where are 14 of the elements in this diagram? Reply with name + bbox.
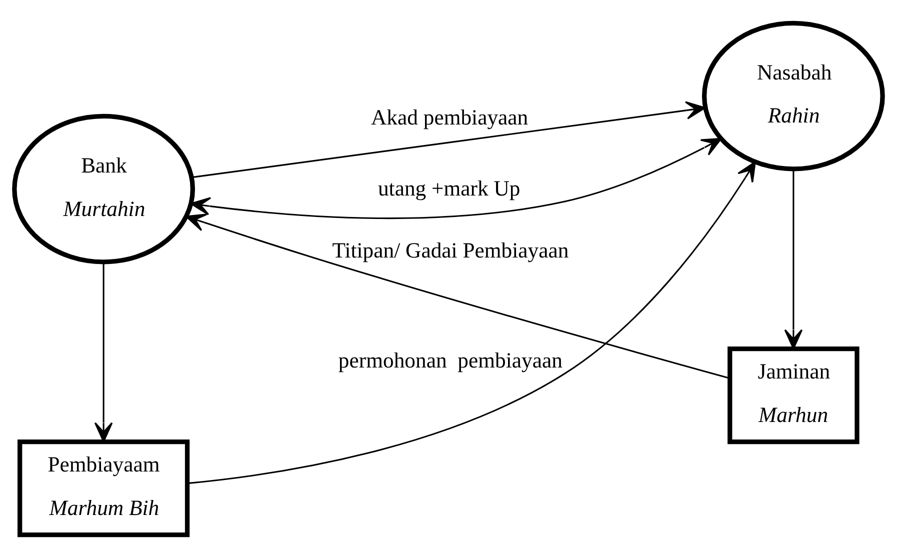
node-ellipse: Nasabah Rahin (702, 20, 885, 172)
arrow (190, 138, 722, 219)
arrow (188, 161, 756, 484)
arrow (94, 262, 113, 442)
node-ellipse: Bank Murtahin (12, 114, 196, 264)
arrow (192, 101, 706, 178)
node-box: Pembiayaam Marhum Bih (18, 439, 190, 538)
edge-label: permohonan pembiayaan (338, 348, 562, 373)
edge-label: Akad pembiayaan (370, 105, 528, 130)
edge-label: utang +mark Up (378, 176, 520, 201)
node-box: Jaminan Marhun (728, 346, 860, 444)
arrow (784, 169, 803, 350)
edge-label: Titipan/ Gadai Pembiayaan (332, 238, 569, 263)
arrow (186, 214, 730, 379)
